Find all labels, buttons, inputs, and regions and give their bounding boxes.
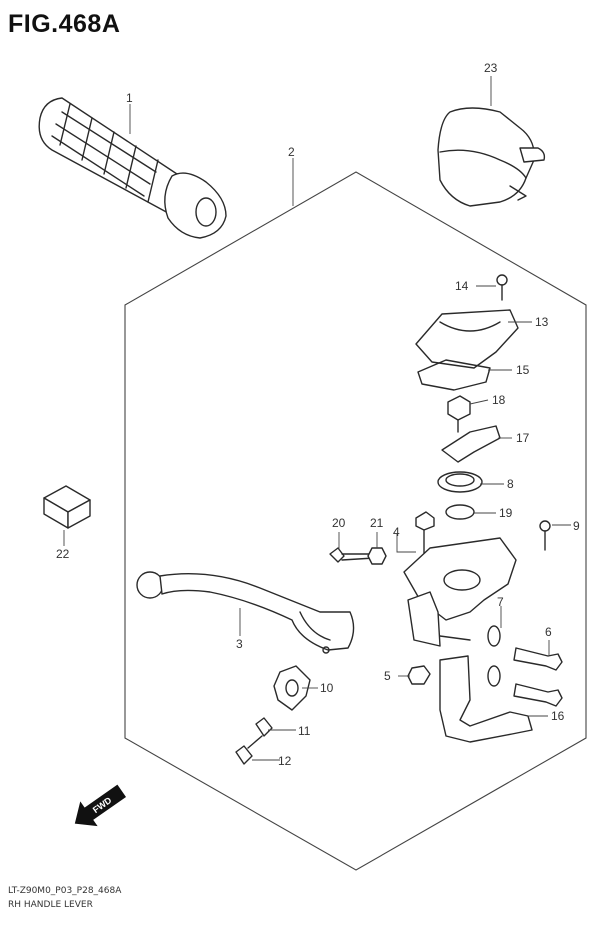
callout-11: 11: [298, 724, 311, 738]
screw-part-9: [539, 520, 551, 551]
callout-2: 2: [288, 145, 295, 159]
callout-21: 21: [370, 516, 384, 530]
bolt-part-18: [447, 395, 471, 433]
banjo-bolt-part-6: [513, 647, 563, 707]
callout-5: 5: [384, 669, 391, 683]
callout-17: 17: [516, 431, 530, 445]
screw-part-14: [496, 274, 508, 301]
callout-8: 8: [507, 477, 514, 491]
callout-12: 12: [278, 754, 292, 768]
oring-part-19: [445, 504, 475, 520]
block-part-22: [43, 485, 91, 529]
figure-title: FIG.468A: [8, 10, 121, 38]
callout-20: 20: [332, 516, 346, 530]
footer: LT-Z90M0_P03_P28_468A RH HANDLE LEVER: [8, 884, 121, 912]
master-cylinder-body: [403, 537, 517, 647]
spring-part-11: [255, 717, 273, 737]
cover-part-23: [437, 107, 546, 207]
callout-3: 3: [236, 637, 243, 651]
callout-7: 7: [497, 595, 504, 609]
gasket-part-15: [417, 359, 491, 391]
callout-13: 13: [535, 315, 549, 329]
callout-22: 22: [56, 547, 70, 561]
callout-19: 19: [499, 506, 513, 520]
bolt-part-4: [415, 511, 435, 561]
callout-6: 6: [545, 625, 552, 639]
footer-code: LT-Z90M0_P03_P28_468A: [8, 886, 122, 896]
bolt-part-20: [329, 547, 375, 563]
callout-labels: 1 2 3 4 5 6 7 8 9 10 11 12 13 14 15 16 1…: [56, 61, 580, 768]
callout-1: 1: [126, 91, 133, 105]
callout-18: 18: [492, 393, 506, 407]
leader-lines: [63, 76, 571, 761]
footer-name: RH HANDLE LEVER: [8, 900, 93, 910]
grip-part-1: [38, 97, 227, 239]
callout-10: 10: [320, 681, 334, 695]
callout-14: 14: [455, 279, 469, 293]
switch-part-16: [439, 655, 533, 743]
adjuster-part-10: [273, 665, 311, 711]
bolt-part-12: [235, 735, 263, 765]
fwd-arrow-icon: FWD: [74, 784, 127, 827]
nut-part-5: [407, 665, 431, 685]
brake-lever-part-3: [136, 571, 355, 654]
assembly-outline: [124, 171, 587, 871]
nut-part-21: [367, 547, 387, 565]
cap-part-13: [415, 309, 519, 369]
callout-23: 23: [484, 61, 498, 75]
bracket-part-17: [441, 425, 501, 463]
callout-9: 9: [573, 519, 580, 533]
callout-15: 15: [516, 363, 530, 377]
washer-part-7: [487, 625, 501, 687]
callout-4: 4: [393, 525, 400, 539]
callout-16: 16: [551, 709, 565, 723]
diaphragm-part-8: [437, 471, 483, 493]
